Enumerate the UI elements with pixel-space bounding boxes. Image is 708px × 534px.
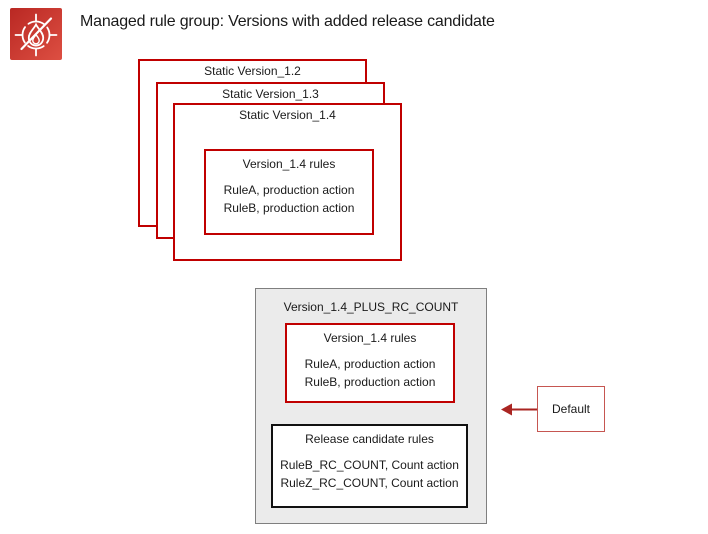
rule-line: RuleA, production action — [223, 183, 355, 197]
firewall-flame-icon — [10, 8, 62, 60]
spacer — [287, 345, 453, 356]
rule-line: RuleB, production action — [304, 374, 436, 389]
release-candidate-rules-box: Release candidate rules RuleB_RC_COUNT, … — [271, 424, 468, 508]
static-version-1-2-label: Static Version_1.2 — [204, 64, 301, 78]
rule-line: RuleZ_RC_COUNT, Count action — [280, 475, 459, 490]
static-version-1-4-label: Static Version_1.4 — [239, 108, 336, 122]
aws-waf-icon — [10, 8, 62, 60]
rules-box-title: Release candidate rules — [305, 432, 434, 446]
rules-box-title: Version_1.4 rules — [242, 157, 336, 171]
default-label: Default — [551, 402, 591, 416]
spacer — [273, 446, 466, 457]
rc-version-1-4-rules-box: Version_1.4 rules RuleA, production acti… — [285, 323, 455, 403]
static-version-1-3-label: Static Version_1.3 — [222, 87, 319, 101]
default-arrow-icon — [501, 403, 538, 416]
default-version-box: Default — [537, 386, 605, 432]
diagram-title: Managed rule group: Versions with added … — [80, 13, 495, 30]
rc-count-group-title: Version_1.4_PLUS_RC_COUNT — [283, 300, 459, 314]
rule-line: RuleB, production action — [223, 200, 355, 215]
rule-line: RuleA, production action — [304, 357, 436, 371]
version-1-4-rules-box: Version_1.4 rules RuleA, production acti… — [204, 149, 374, 235]
rules-box-title: Version_1.4 rules — [323, 331, 417, 345]
spacer — [206, 171, 372, 182]
rule-line: RuleB_RC_COUNT, Count action — [280, 458, 459, 472]
